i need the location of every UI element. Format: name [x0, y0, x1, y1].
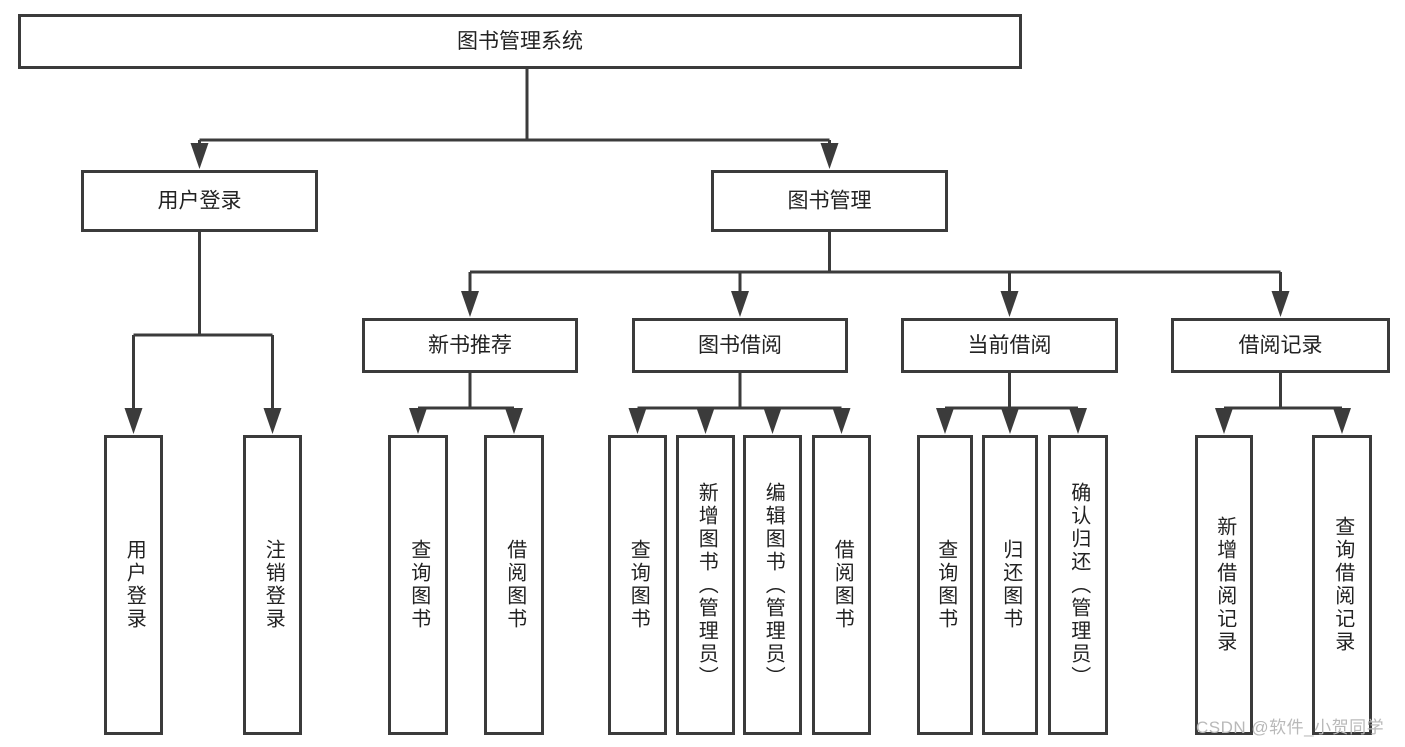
node-boxes-layer: [18, 14, 1390, 735]
node-box-leaf-borrow-book[interactable]: [812, 435, 871, 735]
node-box-leaf-add-borrow-record[interactable]: [1195, 435, 1253, 735]
arrow-head-icon: [409, 408, 427, 434]
arrow-head-icon: [461, 291, 479, 317]
arrow-head-icon: [190, 143, 209, 169]
node-box-leaf-query-book-current[interactable]: [917, 435, 973, 735]
node-box-leaf-borrow-book-recommend[interactable]: [484, 435, 544, 735]
node-label-new-book-recommend: 新书推荐: [428, 334, 512, 357]
arrow-head-icon: [1069, 408, 1087, 434]
arrow-head-icon: [1271, 291, 1290, 317]
arrow-head-icon: [124, 408, 143, 434]
connector-edges-layer: [124, 69, 1351, 434]
node-box-root[interactable]: [18, 14, 1022, 69]
node-box-leaf-query-book-borrow[interactable]: [608, 435, 667, 735]
arrow-head-icon: [1333, 408, 1351, 434]
arrow-head-icon: [832, 408, 851, 434]
node-box-leaf-edit-book-admin[interactable]: [743, 435, 802, 735]
node-box-leaf-confirm-return-admin[interactable]: [1048, 435, 1108, 735]
arrow-head-icon: [263, 408, 282, 434]
node-label-book-management: 图书管理: [788, 190, 872, 213]
arrow-head-icon: [1215, 408, 1233, 434]
node-box-user-login[interactable]: [81, 170, 318, 232]
arrow-head-icon: [1000, 291, 1019, 317]
node-box-borrow-record[interactable]: [1171, 318, 1390, 373]
node-box-book-borrow[interactable]: [632, 318, 848, 373]
node-label-book-borrow: 图书借阅: [698, 334, 782, 357]
arrow-head-icon: [696, 408, 715, 434]
arrow-head-icon: [731, 291, 749, 317]
node-box-leaf-query-book-recommend[interactable]: [388, 435, 448, 735]
node-label-current-borrow: 当前借阅: [968, 334, 1052, 357]
node-label-user-login: 用户登录: [158, 190, 242, 213]
node-box-book-management[interactable]: [711, 170, 948, 232]
node-box-current-borrow[interactable]: [901, 318, 1118, 373]
arrow-head-icon: [505, 408, 523, 434]
node-box-leaf-return-book[interactable]: [982, 435, 1038, 735]
arrow-head-icon: [936, 408, 954, 434]
node-label-root: 图书管理系统: [457, 30, 583, 53]
arrow-head-icon: [628, 408, 647, 434]
arrow-head-icon: [1001, 408, 1019, 434]
node-box-leaf-logout[interactable]: [243, 435, 302, 735]
node-box-leaf-user-login[interactable]: [104, 435, 163, 735]
node-label-borrow-record: 借阅记录: [1239, 334, 1323, 357]
csdn-watermark: CSDN @软件_小贺同学: [1196, 718, 1385, 737]
arrow-head-icon: [820, 143, 839, 169]
node-box-leaf-query-borrow-record[interactable]: [1312, 435, 1372, 735]
arrow-head-icon: [763, 408, 782, 434]
node-box-new-book-recommend[interactable]: [362, 318, 578, 373]
node-box-leaf-add-book-admin[interactable]: [676, 435, 735, 735]
